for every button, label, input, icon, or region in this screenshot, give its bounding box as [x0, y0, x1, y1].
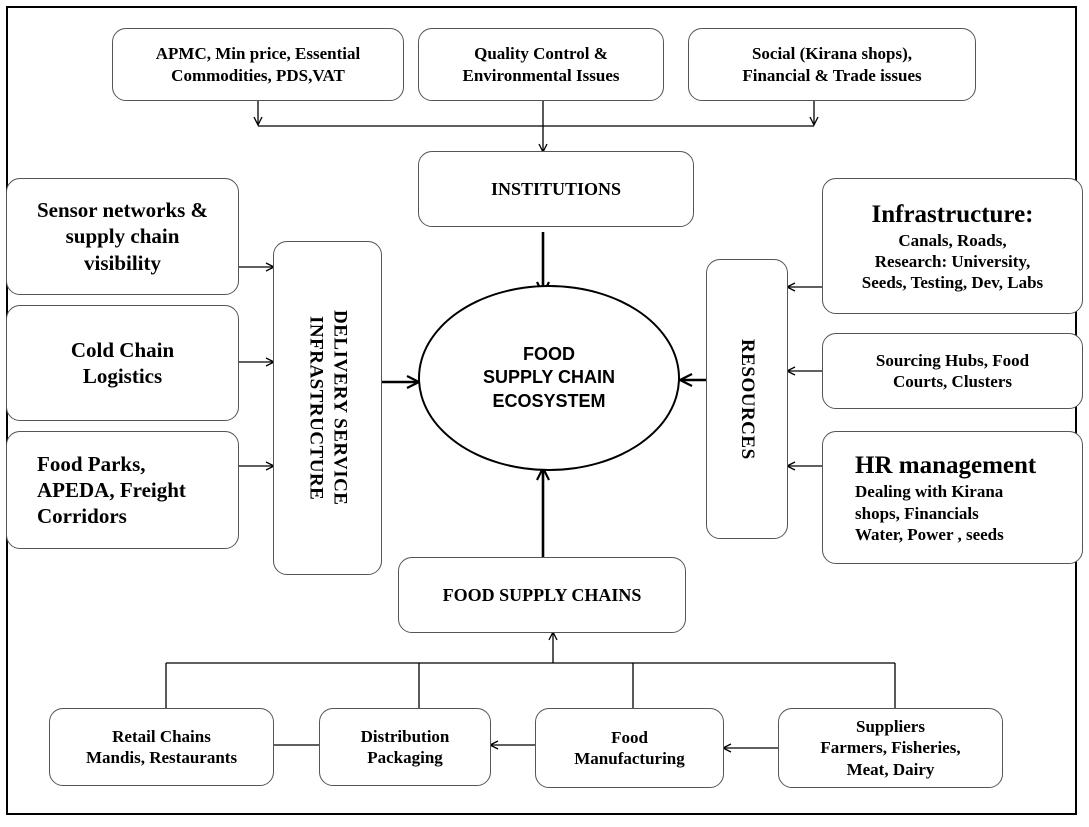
manufacturing-line-1: Food [611, 727, 648, 747]
hr-title: HR management [855, 452, 1037, 479]
retail-line-1: Retail Chains [112, 726, 211, 746]
delivery-line-2: INFRASTRUCTURE [305, 315, 327, 501]
parks-line-3: Corridors [37, 504, 127, 529]
sensor-line-2: supply chain [65, 224, 180, 249]
infrastructure-box: Infrastructure: Canals, Roads, Research:… [822, 178, 1083, 314]
infra-line-3: Seeds, Testing, Dev, Labs [861, 273, 1044, 293]
quality-line-2: Environmental Issues [462, 65, 620, 85]
retail-chains-box: Retail Chains Mandis, Restaurants [49, 708, 274, 786]
retail-line-2: Mandis, Restaurants [85, 748, 238, 767]
parks-line-1: Food Parks, [37, 451, 146, 476]
food-supply-chains-label: FOOD SUPPLY CHAINS [442, 584, 642, 605]
quality-control-box: Quality Control & Environmental Issues [418, 28, 664, 101]
food-supply-chain-ecosystem: FOOD SUPPLY CHAIN ECOSYSTEM [418, 285, 680, 471]
resources-box: RESOURCES [706, 259, 788, 539]
resources-label: RESOURCES [736, 338, 758, 460]
social-financial-box: Social (Kirana shops), Financial & Trade… [688, 28, 976, 101]
sourcing-line-1: Sourcing Hubs, Food [875, 350, 1030, 370]
cold-chain-box: Cold Chain Logistics [6, 305, 239, 421]
delivery-line-1: DELIVERY SERVICE [329, 310, 351, 506]
suppliers-line-1: Suppliers [856, 717, 925, 737]
parks-line-2: APEDA, Freight [37, 477, 186, 502]
hr-line-2: shops, Financials [855, 503, 979, 523]
suppliers-line-2: Farmers, Fisheries, [820, 738, 961, 758]
center-line-2: SUPPLY CHAIN [482, 367, 616, 388]
infra-line-2: Research: University, [874, 252, 1031, 271]
distribution-line-2: Packaging [367, 748, 443, 767]
institutions-box: INSTITUTIONS [418, 151, 694, 227]
sourcing-hubs-box: Sourcing Hubs, Food Courts, Clusters [822, 333, 1083, 409]
hr-management-box: HR management Dealing with Kirana shops,… [822, 431, 1083, 564]
delivery-infrastructure-box: DELIVERY SERVICE INFRASTRUCTURE [273, 241, 382, 575]
apmc-box: APMC, Min price, Essential Commodities, … [112, 28, 404, 101]
cold-line-1: Cold Chain [70, 337, 175, 362]
distribution-packaging-box: Distribution Packaging [319, 708, 491, 786]
suppliers-line-3: Meat, Dairy [846, 759, 935, 779]
cold-line-2: Logistics [82, 364, 163, 388]
delivery-label: DELIVERY SERVICE INFRASTRUCTURE [304, 310, 352, 505]
quality-line-1: Quality Control & [474, 44, 608, 64]
food-supply-chains-box: FOOD SUPPLY CHAINS [398, 557, 686, 633]
infra-line-1: Canals, Roads, [898, 230, 1007, 250]
social-line-1: Social (Kirana shops), [751, 44, 913, 64]
sensor-line-3: visibility [83, 250, 162, 275]
suppliers-box: Suppliers Farmers, Fisheries, Meat, Dair… [778, 708, 1003, 788]
apmc-line-1: APMC, Min price, Essential [155, 44, 361, 64]
sensor-networks-box: Sensor networks & supply chain visibilit… [6, 178, 239, 295]
manufacturing-line-2: Manufacturing [574, 749, 685, 768]
center-line-1: FOOD [523, 343, 575, 364]
food-manufacturing-box: Food Manufacturing [535, 708, 724, 788]
institutions-label: INSTITUTIONS [490, 178, 622, 199]
sourcing-line-2: Courts, Clusters [893, 372, 1012, 391]
distribution-line-1: Distribution [360, 726, 450, 746]
social-line-2: Financial & Trade issues [742, 65, 922, 85]
apmc-line-2: Commodities, PDS,VAT [171, 65, 345, 85]
food-parks-box: Food Parks, APEDA, Freight Corridors [6, 431, 239, 549]
hr-line-3: Water, Power , seeds [855, 524, 1004, 544]
sensor-line-1: Sensor networks & [36, 198, 209, 223]
hr-line-1: Dealing with Kirana [855, 482, 1004, 502]
center-line-3: ECOSYSTEM [492, 390, 606, 411]
infrastructure-title: Infrastructure: [871, 200, 1034, 228]
